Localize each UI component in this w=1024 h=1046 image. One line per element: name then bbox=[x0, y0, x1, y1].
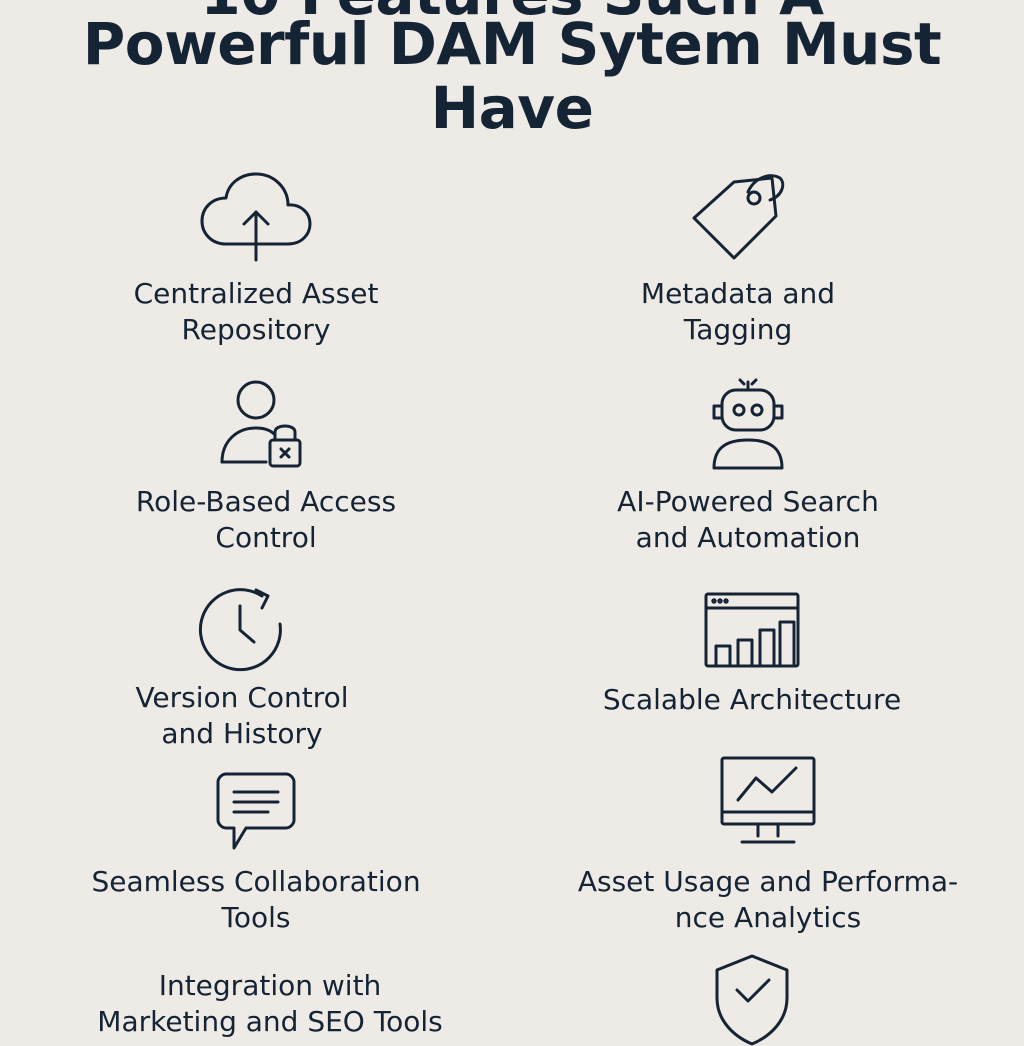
feature-label-line: Integration with bbox=[158, 969, 382, 1002]
page-title-line-1: Powerful DAM Sytem Must bbox=[82, 10, 942, 78]
clock-history-icon bbox=[196, 584, 288, 676]
feature-version-control-and-history: Version Control and History bbox=[12, 584, 472, 774]
feature-scalable-architecture: Scalable Architecture bbox=[522, 584, 982, 734]
page-title-cut-line: 10 Features Such A bbox=[0, 0, 1024, 26]
feature-asset-usage-and-performance-analytics: Asset Usage and Performa- nce Analytics bbox=[538, 754, 998, 944]
monitor-graph-icon bbox=[718, 754, 818, 850]
feature-label-line: Tagging bbox=[683, 313, 793, 346]
user-lock-icon bbox=[218, 376, 314, 472]
feature-label-line: Asset Usage and Performa- bbox=[577, 865, 959, 898]
tag-icon bbox=[688, 168, 788, 268]
chat-bubble-icon bbox=[214, 770, 298, 854]
feature-label-line: Tools bbox=[221, 901, 291, 934]
feature-label-line: Version Control bbox=[135, 681, 349, 714]
feature-metadata-and-tagging: Metadata and Tagging bbox=[508, 168, 968, 358]
page-title-line-2: Have bbox=[430, 74, 594, 142]
cloud-upload-icon bbox=[196, 168, 316, 264]
feature-label-line: Metadata and bbox=[640, 277, 836, 310]
bar-chart-window-icon bbox=[702, 590, 802, 670]
shield-check-icon bbox=[711, 950, 793, 1046]
feature-label-line: Role-Based Access bbox=[135, 485, 397, 518]
feature-label-line: Scalable Architecture bbox=[602, 683, 902, 716]
feature-label-line: AI-Powered Search bbox=[617, 485, 879, 518]
feature-centralized-asset-repository: Centralized Asset Repository bbox=[26, 168, 486, 358]
feature-integration-with-marketing-and-seo-tools: Integration with Marketing and SEO Tools bbox=[40, 968, 500, 1038]
feature-ai-powered-search-and-automation: AI-Powered Search and Automation bbox=[518, 376, 978, 566]
feature-label-line: Marketing and SEO Tools bbox=[97, 1005, 443, 1038]
feature-label-line: Control bbox=[215, 521, 317, 554]
feature-label-line: and Automation bbox=[635, 521, 861, 554]
robot-icon bbox=[708, 376, 788, 472]
feature-role-based-access-control: Role-Based Access Control bbox=[36, 376, 496, 566]
feature-label-line: Centralized Asset bbox=[133, 277, 379, 310]
feature-security-shield bbox=[522, 950, 982, 1046]
feature-label-line: and History bbox=[161, 717, 323, 750]
feature-seamless-collaboration-tools: Seamless Collaboration Tools bbox=[26, 770, 486, 960]
feature-label-line: nce Analytics bbox=[674, 901, 862, 934]
feature-label-line: Seamless Collaboration bbox=[91, 865, 421, 898]
feature-label-line: Repository bbox=[181, 313, 331, 346]
